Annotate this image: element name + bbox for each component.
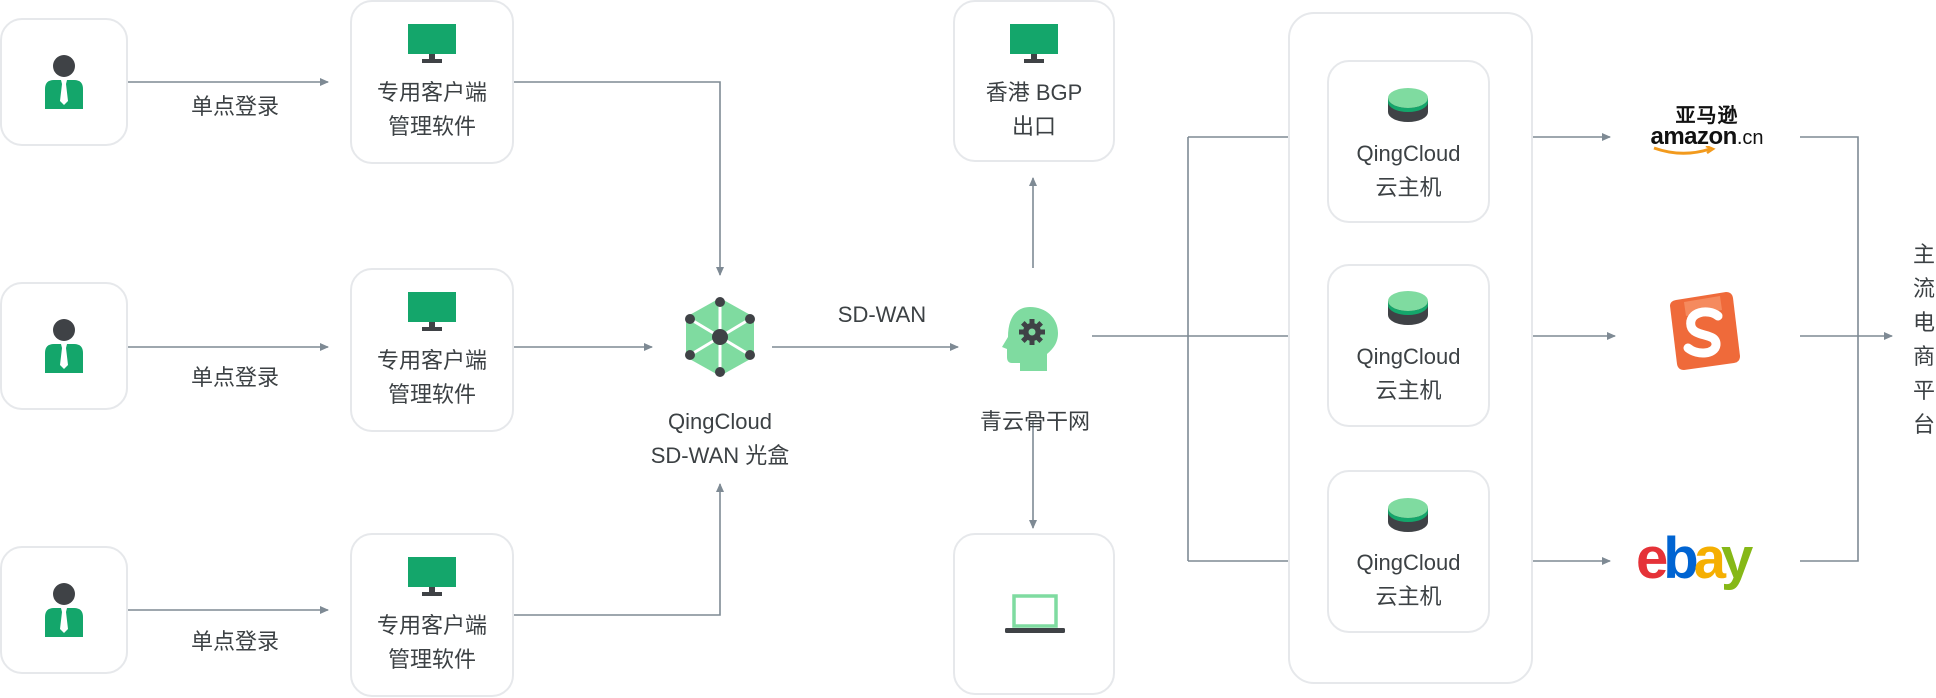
sdwan-box-line2: SD-WAN 光盒 [650, 443, 790, 468]
user-icon [45, 55, 83, 109]
host-label-line1: QingCloud [1356, 550, 1461, 575]
cloud-host-icon [1388, 291, 1428, 325]
backbone-head-icon [1002, 307, 1058, 371]
platforms-label: 主流电商平台 [1912, 242, 1935, 437]
sdwan-link-label: SD-WAN [837, 302, 927, 327]
client-label-line2: 管理软件 [387, 114, 476, 139]
amazon-logo: 亚马逊 amazon.cn [1642, 105, 1772, 155]
client-label-line2: 管理软件 [387, 382, 476, 407]
backbone-label: 青云骨干网 [979, 409, 1090, 434]
amazon-smile-icon [1653, 146, 1716, 155]
client-label-1: 专用客户端 管理软件 [350, 76, 514, 144]
client-label-line2: 管理软件 [387, 647, 476, 672]
sdwan-hub-icon [685, 297, 755, 377]
laptop-icon [1005, 594, 1065, 633]
sdwan-box-label: QingCloud SD-WAN 光盒 [620, 405, 820, 473]
ebay-logo-e: e [1636, 526, 1668, 591]
host-label-3: QingCloud 云主机 [1327, 546, 1490, 614]
user-icon [45, 319, 83, 373]
client-label-line1: 专用客户端 [376, 80, 487, 105]
smzdm-logo-icon [1670, 292, 1740, 370]
monitor-icon [1010, 24, 1058, 63]
client-label-line1: 专用客户端 [376, 348, 487, 373]
client-label-line1: 专用客户端 [376, 613, 487, 638]
ebay-logo-y: y [1720, 526, 1753, 591]
host-label-line1: QingCloud [1356, 141, 1461, 166]
hk-exit-line1: 香港 BGP [985, 80, 1083, 105]
sso-label-2: 单点登录 [190, 365, 279, 390]
host-label-2: QingCloud 云主机 [1327, 340, 1490, 408]
monitor-icon [408, 557, 456, 596]
client-label-2: 专用客户端 管理软件 [350, 344, 514, 412]
host-label-1: QingCloud 云主机 [1327, 137, 1490, 205]
arrow-client3-sdwan [513, 483, 724, 616]
host-label-line2: 云主机 [1375, 584, 1442, 609]
host-box-3 [1327, 470, 1490, 633]
monitor-icon [408, 24, 456, 63]
host-box-1 [1327, 60, 1490, 223]
host-label-line2: 云主机 [1375, 175, 1442, 200]
bracket-platforms [1800, 136, 1859, 562]
host-label-line1: QingCloud [1356, 344, 1461, 369]
user-icon [45, 583, 83, 637]
ebay-logo-b: b [1663, 526, 1699, 591]
sdwan-box-line1: QingCloud [668, 409, 772, 434]
host-label-line2: 云主机 [1375, 378, 1442, 403]
client-label-3: 专用客户端 管理软件 [350, 609, 514, 677]
ebay-logo: ebay [1636, 526, 1753, 591]
sso-label-1: 单点登录 [190, 94, 279, 119]
hk-exit-line2: 出口 [1011, 114, 1056, 139]
monitor-icon [408, 292, 456, 331]
amazon-logo-cn: 亚马逊 [1675, 105, 1739, 127]
cloud-host-icon [1388, 498, 1428, 532]
cloud-host-icon [1388, 88, 1428, 122]
hk-exit-label: 香港 BGP 出口 [953, 76, 1115, 144]
amazon-logo-word: amazon [1650, 123, 1737, 150]
ebay-logo-a: a [1693, 526, 1726, 591]
amazon-logo-suffix: .cn [1736, 127, 1764, 149]
arrow-client1-sdwan [513, 81, 724, 276]
sso-label-3: 单点登录 [190, 629, 279, 654]
laptop-box [953, 533, 1115, 695]
